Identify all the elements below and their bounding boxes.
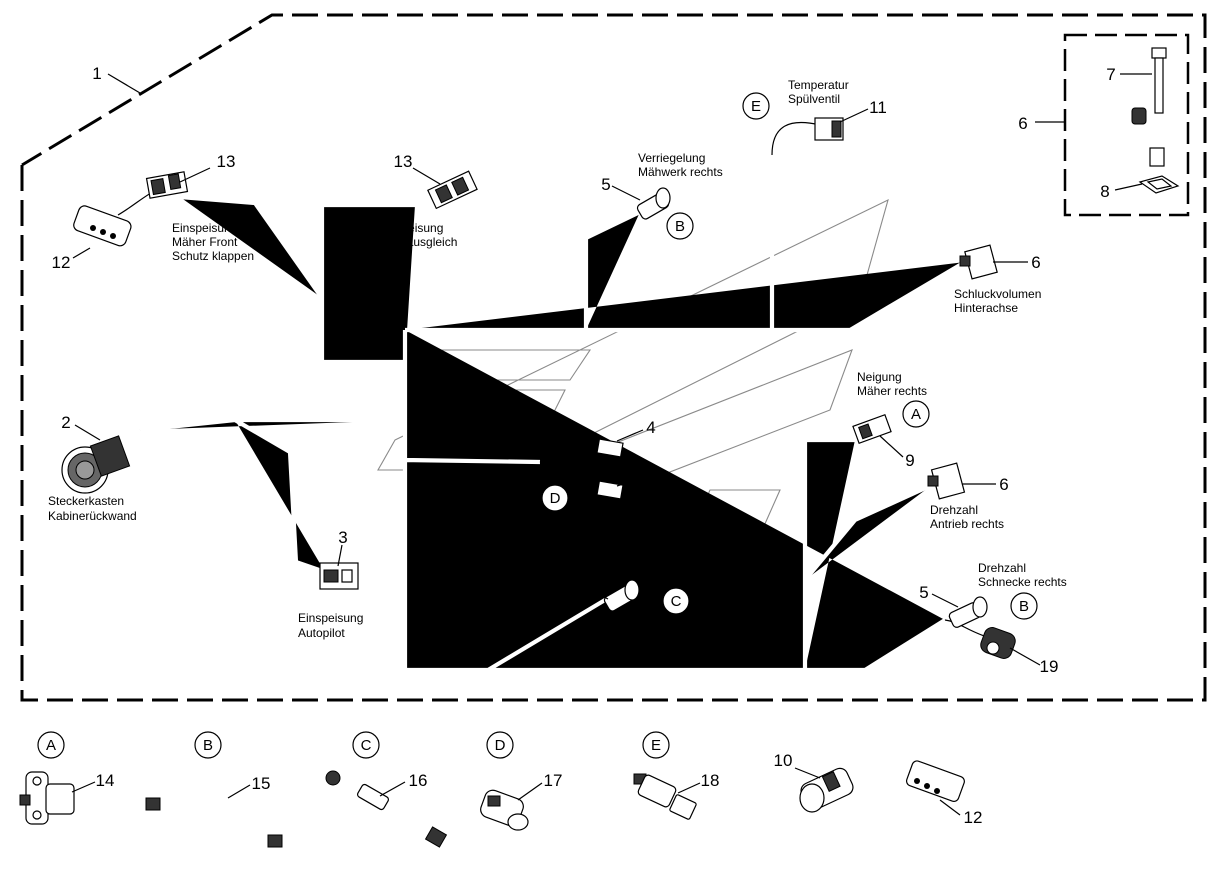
legend-marker-D: D: [495, 737, 506, 754]
marker-B-top: B: [675, 218, 685, 235]
callout-6-antrieb: 6: [999, 475, 1008, 494]
inset-parts: [1131, 47, 1180, 194]
callout-6-inset: 6: [1018, 114, 1027, 133]
connector-5-schnecke: [948, 596, 988, 628]
label-front-1: Einspeisung: [172, 221, 237, 235]
connector-6-schluck: [959, 244, 998, 280]
leader-lines: [72, 73, 1152, 666]
callout-15: 15: [252, 774, 271, 793]
label-hang-2: Hangausgleich: [378, 235, 457, 249]
label-antrieb-2: Antrieb rechts: [930, 517, 1004, 531]
text-labels: Temperatur Spülventil Verriegelung Mähwe…: [48, 78, 1067, 646]
callout-10: 10: [774, 751, 793, 770]
connector-13-right: [427, 170, 478, 210]
callout-18: 18: [701, 771, 720, 790]
part-12-bottom: [905, 760, 965, 816]
connector-13-left: [145, 171, 189, 199]
part-15: [145, 784, 283, 848]
main-harness: [140, 155, 965, 670]
label-verriegelung-1: Verriegelung: [638, 151, 705, 165]
label-stecker-1: Steckerkasten: [48, 494, 124, 508]
label-schnecke-1: Drehzahl: [978, 561, 1026, 575]
connector-5-position: [603, 579, 640, 612]
part-18: [633, 773, 701, 820]
callout-3: 3: [338, 528, 347, 547]
label-front-2: Mäher Front: [172, 235, 238, 249]
callout-5-schnecke: 5: [919, 583, 928, 602]
part-17: [480, 782, 543, 831]
connector-11: [814, 117, 844, 141]
connector-9: [852, 413, 892, 445]
legend-parts: [19, 760, 965, 848]
connectors: [61, 47, 1180, 659]
label-saug: Saugrücklauffilter: [545, 517, 638, 531]
label-autopilot-1: Einspeisung: [298, 611, 363, 625]
callout-9: 9: [905, 451, 914, 470]
connector-5-top: [636, 187, 671, 220]
callout-11: 11: [869, 98, 887, 117]
callout-12-bottom: 12: [964, 808, 983, 827]
callout-4-upper: 4: [646, 418, 655, 437]
label-antrieb-1: Drehzahl: [930, 503, 978, 517]
marker-B-right: B: [1019, 598, 1029, 615]
connector-12-left: [73, 205, 132, 247]
connector-19: [980, 627, 1016, 659]
label-stecker-2: Kabinerückwand: [48, 509, 137, 523]
callout-8: 8: [1100, 182, 1109, 201]
marker-D: D: [550, 490, 561, 507]
callout-19: 19: [1040, 657, 1059, 676]
connector-3: [319, 562, 359, 590]
part-14: [19, 771, 96, 825]
callout-4-lower: 4: [646, 467, 655, 486]
legend-marker-A: A: [46, 737, 56, 754]
callout-12-left: 12: [52, 253, 71, 272]
callout-1: 1: [92, 64, 101, 83]
callout-17: 17: [544, 771, 563, 790]
callout-14: 14: [96, 771, 115, 790]
callout-7: 7: [1106, 65, 1115, 84]
legend-marker-B: B: [203, 737, 213, 754]
label-schnecke-2: Schnecke rechts: [978, 575, 1067, 589]
label-position-1: Position: [620, 618, 663, 632]
label-neigung-1: Neigung: [857, 370, 902, 384]
marker-A: A: [911, 406, 921, 423]
connector-4-upper: [596, 438, 624, 458]
label-neigung-2: Mäher rechts: [857, 384, 927, 398]
callout-5-top: 5: [601, 175, 610, 194]
label-schluck-1: Schluckvolumen: [954, 287, 1041, 301]
label-hang-1: Einspeisung: [378, 221, 443, 235]
marker-C: C: [671, 593, 682, 610]
part-16: [325, 770, 448, 848]
assembly-frame: [20, 13, 1207, 702]
label-verriegelung-2: Mähwerk rechts: [638, 165, 723, 179]
callout-numbers: 1 13 12 13 5 11 6 2 3 4 4 9 6 5 5 19 7 6…: [52, 64, 1116, 827]
label-temperatur-1: Temperatur: [788, 78, 849, 92]
callout-13-right: 13: [394, 152, 413, 171]
connector-4-lower: [596, 480, 624, 500]
callout-13-left: 13: [217, 152, 236, 171]
legend-marker-E: E: [651, 737, 661, 754]
label-autopilot-2: Autopilot: [298, 626, 345, 640]
label-front-3: Schutz klappen: [172, 249, 254, 263]
connector-2-round: [61, 435, 131, 494]
connector-6-antrieb: [927, 462, 966, 500]
circle-markers: E B A D C B A B C D E: [37, 92, 1038, 759]
legend-marker-C: C: [361, 737, 372, 754]
callout-2: 2: [61, 413, 70, 432]
label-schluck-2: Hinterachse: [954, 301, 1018, 315]
label-temperatur-2: Spülventil: [788, 92, 840, 106]
callout-5-position: 5: [566, 573, 575, 592]
callout-6-schluck: 6: [1031, 253, 1040, 272]
part-10: [794, 767, 854, 813]
label-position-2: Mäher rechts: [620, 632, 690, 646]
callout-16: 16: [409, 771, 428, 790]
marker-E: E: [751, 98, 761, 115]
